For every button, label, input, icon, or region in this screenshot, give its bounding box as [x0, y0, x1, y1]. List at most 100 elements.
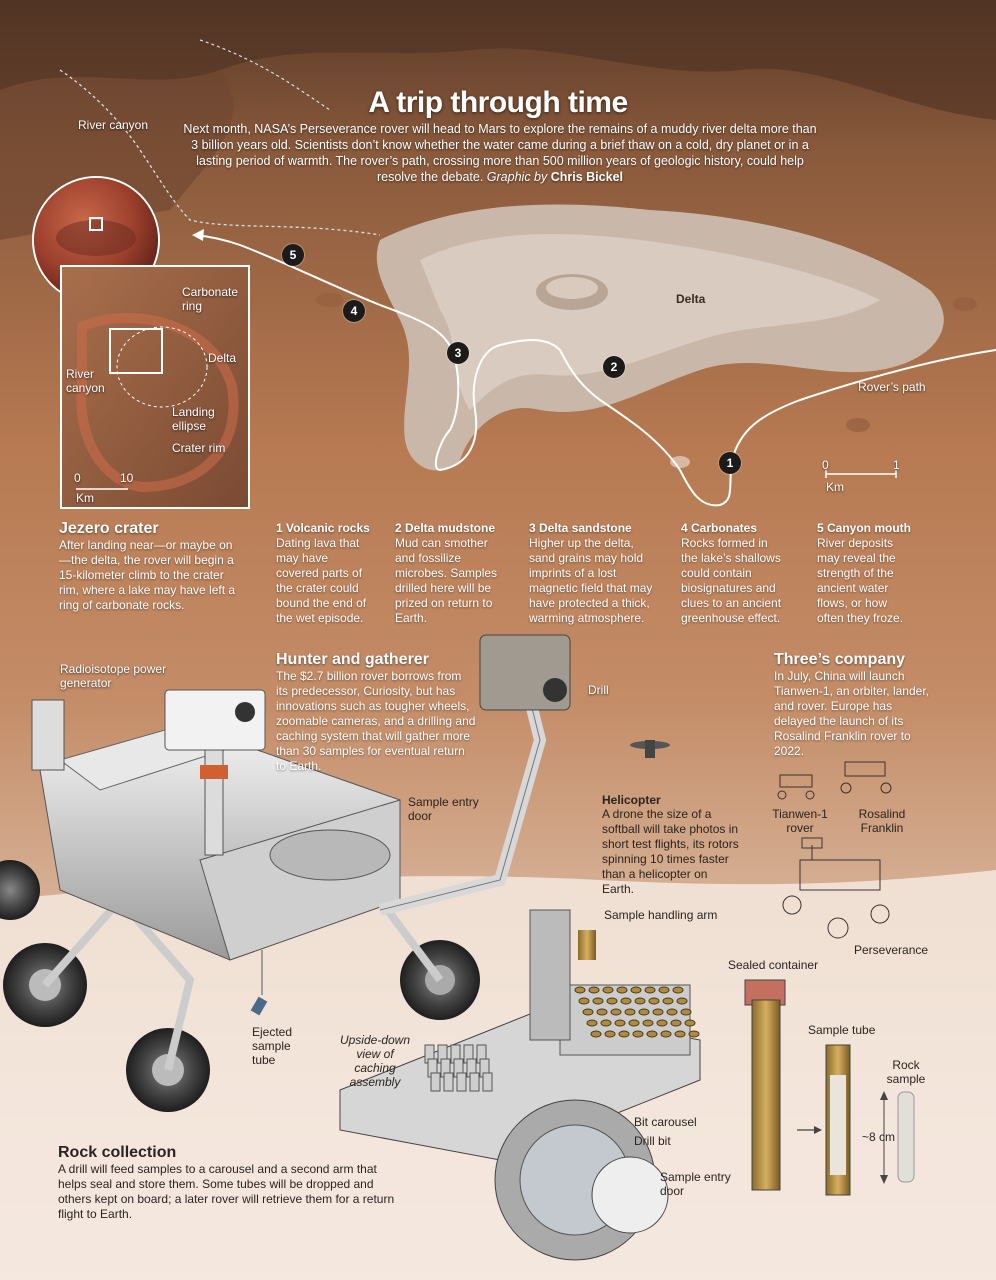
map-scale-zero: 0	[822, 458, 829, 472]
page-title: A trip through time	[368, 86, 628, 119]
stored-sample-tube	[443, 1072, 454, 1092]
jezero-crater-block: Jezero crater After landing near—or mayb…	[59, 520, 239, 613]
perseverance-rover-illustration	[0, 634, 571, 1112]
stop-1-heading: 1 Volcanic rocks	[276, 521, 370, 535]
jezero-body: After landing near—or maybe on—the delta…	[59, 538, 236, 612]
caching-assembly-illustration	[339, 909, 701, 1261]
perseverance-label: Perseverance	[854, 943, 929, 957]
rosalind-label: Rosalind Franklin	[858, 807, 906, 835]
helicopter-illustration	[630, 740, 670, 758]
graphic-author: Chris Bickel	[550, 170, 623, 184]
helicopter-block: Helicopter A drone the size of a softbal…	[602, 793, 742, 897]
stop-2-heading: 2 Delta mudstone	[395, 521, 496, 535]
threes-company-block: Three’s company In July, China will laun…	[774, 651, 934, 759]
sample-tube-cap	[662, 997, 674, 1005]
rock-heading: Rock collection	[58, 1144, 177, 1161]
sample-tube-cap	[624, 1008, 636, 1016]
sample-tube-cap	[616, 986, 628, 994]
sample-tube-cap	[672, 986, 684, 994]
inset-scale-ten: 10	[120, 471, 134, 485]
sample-tube-cap	[590, 1030, 602, 1038]
sample-tube-cap	[620, 997, 632, 1005]
sample-tube-cap	[586, 1019, 598, 1027]
rtg-label: Radioisotope power generator	[60, 662, 167, 690]
intro-paragraph: Next month, NASA’s Perseverance rover wi…	[180, 121, 820, 185]
rovers-path-label: Rover’s path	[858, 380, 926, 394]
stop-1-text: 1 Volcanic rocks Dating lava that may ha…	[276, 521, 374, 626]
hunter-body: The $2.7 billion rover borrows from its …	[276, 669, 476, 773]
stop-2-text: 2 Delta mudstone Mud can smother and fos…	[395, 521, 499, 626]
sample-entry-door-top-label: Sample entry door	[408, 795, 479, 823]
sample-tube-cap	[582, 1008, 594, 1016]
stop-3-body: Higher up the delta, sand grains may hol…	[529, 536, 653, 625]
stop-marker-4: 4	[343, 300, 365, 322]
stop-5-body: River deposits may reveal the strength o…	[817, 536, 904, 625]
sample-tube-cap	[660, 1030, 672, 1038]
sample-tube-cap	[652, 1008, 664, 1016]
sample-tube-cap	[600, 1019, 612, 1027]
jezero-heading: Jezero crater	[59, 520, 159, 537]
stop-4-body: Rocks formed in the lake’s shallows coul…	[681, 536, 782, 625]
sample-tube-cap	[592, 997, 604, 1005]
stop-1-body: Dating lava that may have covered parts …	[276, 536, 367, 625]
sample-handling-arm-label: Sample handling arm	[604, 908, 718, 922]
hunter-gatherer-block: Hunter and gatherer The $2.7 billion rov…	[276, 651, 476, 774]
sample-tube-cap	[578, 997, 590, 1005]
stop-3-heading: 3 Delta sandstone	[529, 521, 632, 535]
size-label: ~8 cm	[862, 1130, 896, 1144]
drill-bit-label: Drill bit	[634, 1134, 671, 1148]
sample-tube-cap	[680, 1008, 692, 1016]
sample-tube-cap	[614, 1019, 626, 1027]
sample-tube-cap	[634, 997, 646, 1005]
stop-3-text: 3 Delta sandstone Higher up the delta, s…	[529, 521, 655, 626]
stop-2-body: Mud can smother and fossilize microbes. …	[395, 536, 498, 625]
sample-tube-cap	[596, 1008, 608, 1016]
sample-tube-cap	[666, 1008, 678, 1016]
sample-tube-cap	[648, 997, 660, 1005]
rock-sample-label: Rock sample	[886, 1058, 926, 1086]
sample-tube-cap	[606, 997, 618, 1005]
jezero-inset-map: Carbonate ring Delta River canyon Landin…	[60, 265, 250, 509]
tianwen-label: Tianwen-1 rover	[772, 807, 828, 835]
sample-tube-cap	[684, 1019, 696, 1027]
sample-tube-cap	[674, 1030, 686, 1038]
sample-tube-cap	[658, 986, 670, 994]
sample-tube-cap	[646, 1030, 658, 1038]
rock-collection-block: Rock collection A drill will feed sample…	[58, 1144, 398, 1222]
sample-tube-cap	[628, 1019, 640, 1027]
sample-tube-cap	[676, 997, 688, 1005]
graphic-credit: Graphic by	[486, 170, 548, 184]
bit-carousel-label: Bit carousel	[634, 1115, 697, 1129]
inset-landing-ellipse-label: Landing ellipse	[172, 405, 215, 433]
stop-marker-3: 3	[447, 342, 469, 364]
delta-label: Delta	[676, 292, 706, 306]
map-scale-one: 1	[893, 458, 900, 472]
ejected-tube-label: Ejected sample tube	[252, 1025, 293, 1067]
sample-tube-cap	[610, 1008, 622, 1016]
threes-body: In July, China will launch Tianwen-1, an…	[774, 669, 929, 758]
sample-tube-label: Sample tube	[808, 1023, 876, 1037]
sample-tube-cap	[638, 1008, 650, 1016]
stored-sample-tube	[430, 1072, 441, 1092]
river-canyon-label: River canyon	[78, 118, 149, 132]
stop-5-text: 5 Canyon mouth River deposits may reveal…	[817, 521, 917, 626]
stored-sample-tube	[469, 1072, 480, 1092]
helicopter-body: A drone the size of a softball will take…	[602, 807, 739, 896]
sealed-container-label: Sealed container	[728, 958, 819, 972]
inset-crater-rim-label: Crater rim	[172, 441, 226, 455]
map-scale-unit: Km	[826, 480, 844, 494]
inset-scale-zero: 0	[74, 471, 81, 485]
sample-tube-cap	[642, 1019, 654, 1027]
stop-marker-5: 5	[282, 244, 304, 266]
sample-tube-cap	[588, 986, 600, 994]
inset-carbonate-ring-label: Carbonate ring	[182, 285, 239, 313]
inset-scale-unit: Km	[76, 491, 94, 505]
sample-tube-cap	[632, 1030, 644, 1038]
sample-tube-cap	[688, 1030, 700, 1038]
drill-label: Drill	[588, 683, 609, 697]
stop-4-text: 4 Carbonates Rocks formed in the lake’s …	[681, 521, 785, 626]
rock-body: A drill will feed samples to a carousel …	[58, 1162, 395, 1221]
stop-marker-1: 1	[719, 452, 741, 474]
stop-4-heading: 4 Carbonates	[681, 521, 758, 535]
